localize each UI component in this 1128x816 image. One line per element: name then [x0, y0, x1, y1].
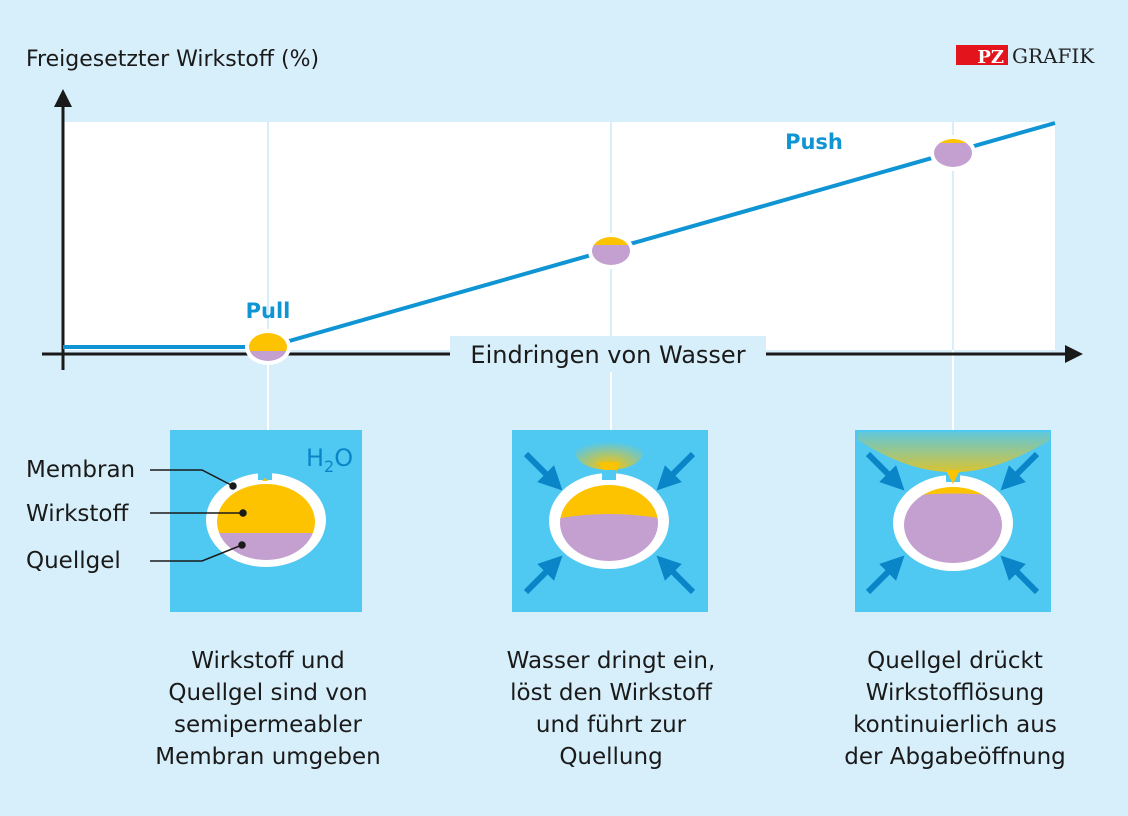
svg-text:Membran umgeben: Membran umgeben [155, 744, 381, 770]
marker-middle [588, 233, 634, 269]
svg-text:löst den Wirkstoff: löst den Wirkstoff [510, 680, 713, 706]
label-wirkstoff: Wirkstoff [26, 501, 129, 527]
svg-text:semipermeabler: semipermeabler [174, 712, 363, 738]
svg-text:PZ: PZ [977, 47, 1004, 68]
svg-text:Quellgel drückt: Quellgel drückt [867, 648, 1043, 674]
label-leaders [150, 469, 247, 562]
svg-text:kontinuierlich aus: kontinuierlich aus [853, 712, 1057, 738]
label-quellgel: Quellgel [26, 548, 121, 574]
panel-stage-3 [855, 430, 1051, 612]
caption-stage-2: Wasser dringt ein, löst den Wirkstoff und … [507, 648, 716, 770]
svg-text:GRAFIK: GRAFIK [1012, 44, 1095, 68]
x-axis-label: Eindringen von Wasser [470, 341, 745, 369]
svg-text:Wirkstofflösung: Wirkstofflösung [866, 680, 1045, 706]
pull-label: Pull [246, 299, 291, 323]
plot-area [63, 122, 1055, 350]
water-arrows [523, 451, 696, 595]
marker-pull [245, 329, 291, 365]
push-label: Push [785, 130, 843, 154]
svg-text:Quellung: Quellung [559, 744, 662, 770]
y-axis-title: Freigesetzter Wirkstoff (%) [26, 47, 319, 72]
h2o-label: H2O [306, 444, 353, 476]
marker-push [930, 135, 976, 171]
svg-text:Quellgel sind von: Quellgel sind von [168, 680, 367, 706]
svg-text:und führt zur: und führt zur [536, 712, 687, 738]
svg-text:der Abgabeöffnung: der Abgabeöffnung [844, 744, 1066, 770]
panel-stage-2 [512, 430, 708, 612]
svg-text:Wasser dringt ein,: Wasser dringt ein, [507, 648, 716, 674]
svg-text:Wirkstoff und: Wirkstoff und [191, 648, 344, 674]
panel-stage-1: H2O [170, 430, 362, 612]
pz-grafik-logo: PZ GRAFIK [956, 44, 1095, 68]
label-membran: Membran [26, 457, 135, 483]
